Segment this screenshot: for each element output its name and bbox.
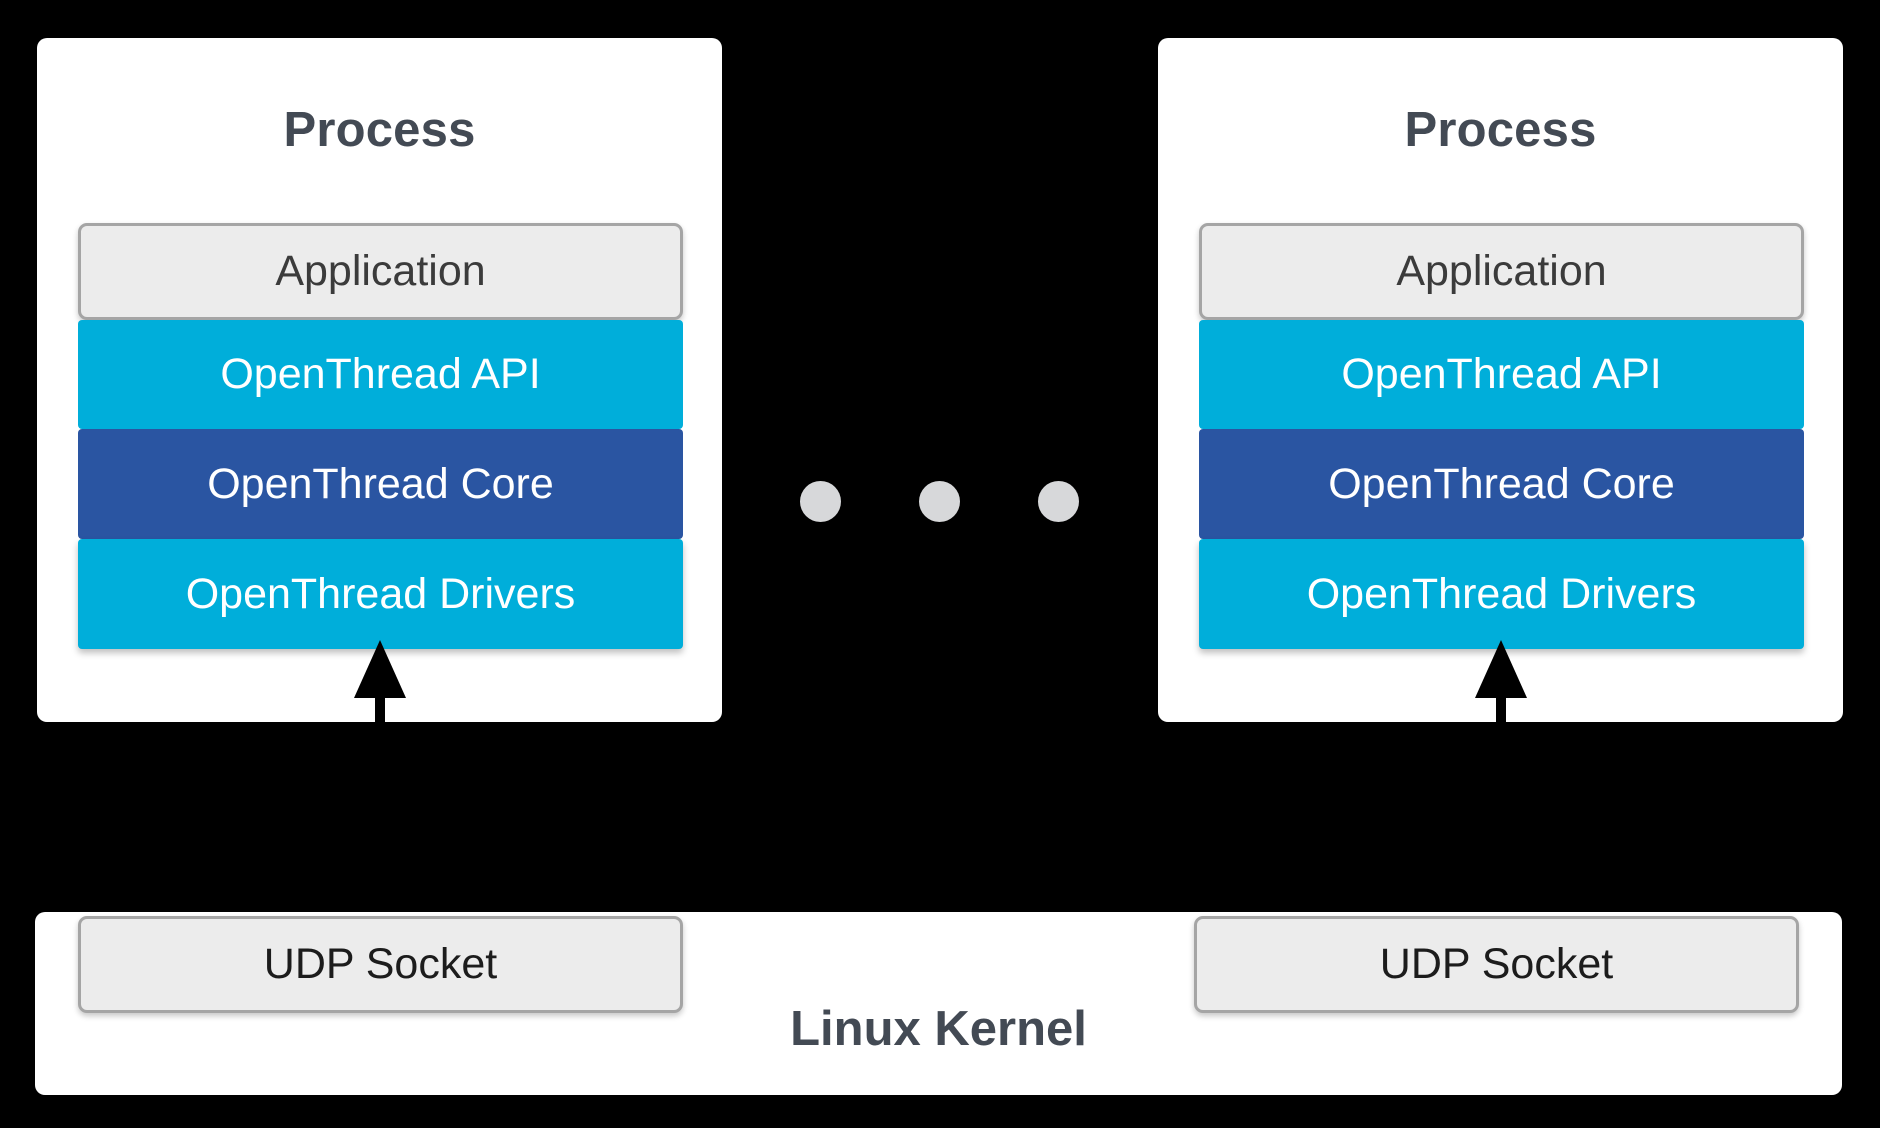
process-title-left: Process <box>283 103 476 157</box>
kernel-title: Linux Kernel <box>790 1002 1087 1056</box>
layer-label: OpenThread Core <box>1328 459 1675 508</box>
layer-application-right: Application <box>1199 223 1804 320</box>
layer-label: Application <box>1396 247 1607 295</box>
layer-label: OpenThread API <box>1341 350 1662 398</box>
udp-socket-label: UDP Socket <box>263 940 498 988</box>
layer-openthread-drivers-right: OpenThread Drivers <box>1199 539 1804 649</box>
layer-openthread-drivers-left: OpenThread Drivers <box>78 539 683 649</box>
layer-label: OpenThread Drivers <box>185 569 576 618</box>
layer-label: OpenThread Drivers <box>1306 569 1697 618</box>
arrow-kernel-to-drivers-left <box>340 636 420 926</box>
ellipsis-dot-2 <box>919 481 960 522</box>
ellipsis-dot-3 <box>1038 481 1079 522</box>
layer-openthread-api-right: OpenThread API <box>1199 320 1804 429</box>
process-title-right: Process <box>1404 103 1597 157</box>
udp-socket-box-left: UDP Socket <box>78 916 683 1013</box>
process-card-right: Process Application OpenThread API OpenT… <box>1158 38 1843 722</box>
udp-socket-box-right: UDP Socket <box>1194 916 1799 1013</box>
process-card-left: Process Application OpenThread API OpenT… <box>37 38 722 722</box>
arrow-up-icon <box>1475 640 1527 926</box>
layer-application-left: Application <box>78 223 683 320</box>
layer-label: Application <box>275 247 486 295</box>
arrow-up-icon <box>354 640 406 926</box>
layer-openthread-core-right: OpenThread Core <box>1199 429 1804 539</box>
layer-label: OpenThread API <box>220 350 541 398</box>
ellipsis-dot-1 <box>800 481 841 522</box>
arrow-kernel-to-drivers-right <box>1461 636 1541 926</box>
udp-socket-label: UDP Socket <box>1379 940 1614 988</box>
kernel-card: UDP Socket Linux Kernel UDP Socket <box>35 912 1842 1095</box>
layer-label: OpenThread Core <box>207 459 554 508</box>
layer-openthread-core-left: OpenThread Core <box>78 429 683 539</box>
layer-openthread-api-left: OpenThread API <box>78 320 683 429</box>
